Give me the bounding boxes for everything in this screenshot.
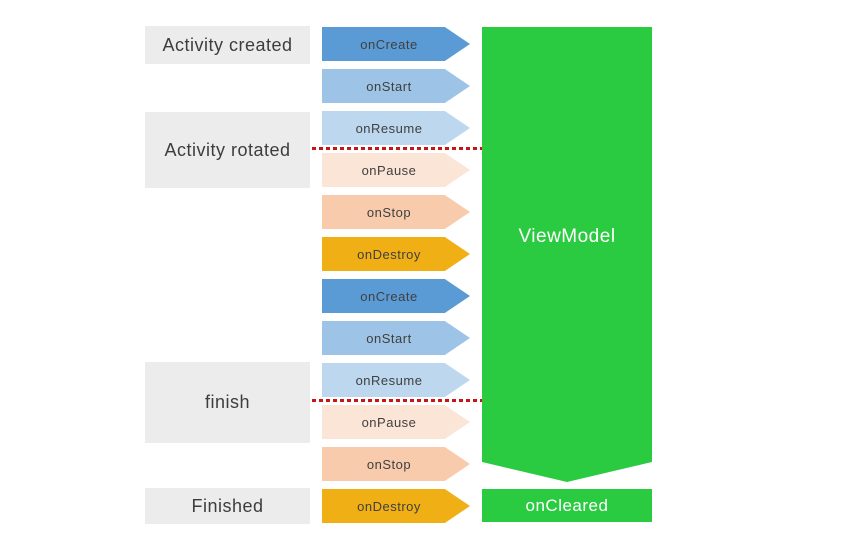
viewmodel-scope-shape: ViewModel	[482, 27, 652, 482]
stage-label-activity-created: Activity created	[145, 26, 310, 64]
viewmodel-label: ViewModel	[518, 226, 616, 247]
red-dashed-line-finish	[312, 399, 482, 402]
arrow-oncreate-2: onCreate	[322, 279, 470, 313]
arrow-oncreate-1: onCreate	[322, 27, 470, 61]
arrow-onstart-2: onStart	[322, 321, 470, 355]
arrow-onresume-1: onResume	[322, 111, 470, 145]
arrow-onpause-2: onPause	[322, 405, 470, 439]
stage-label-activity-rotated: Activity rotated	[145, 112, 310, 188]
arrow-onstart-1: onStart	[322, 69, 470, 103]
arrow-ondestroy-1: onDestroy	[322, 237, 470, 271]
stage-label-finished: Finished	[145, 488, 310, 524]
arrow-onresume-2: onResume	[322, 363, 470, 397]
arrow-onstop-1: onStop	[322, 195, 470, 229]
stage-label-finish: finish	[145, 362, 310, 443]
arrow-onpause-1: onPause	[322, 153, 470, 187]
red-dashed-line-rotated	[312, 147, 482, 150]
oncleared-box: onCleared	[482, 489, 652, 522]
arrow-ondestroy-2: onDestroy	[322, 489, 470, 523]
arrow-onstop-2: onStop	[322, 447, 470, 481]
